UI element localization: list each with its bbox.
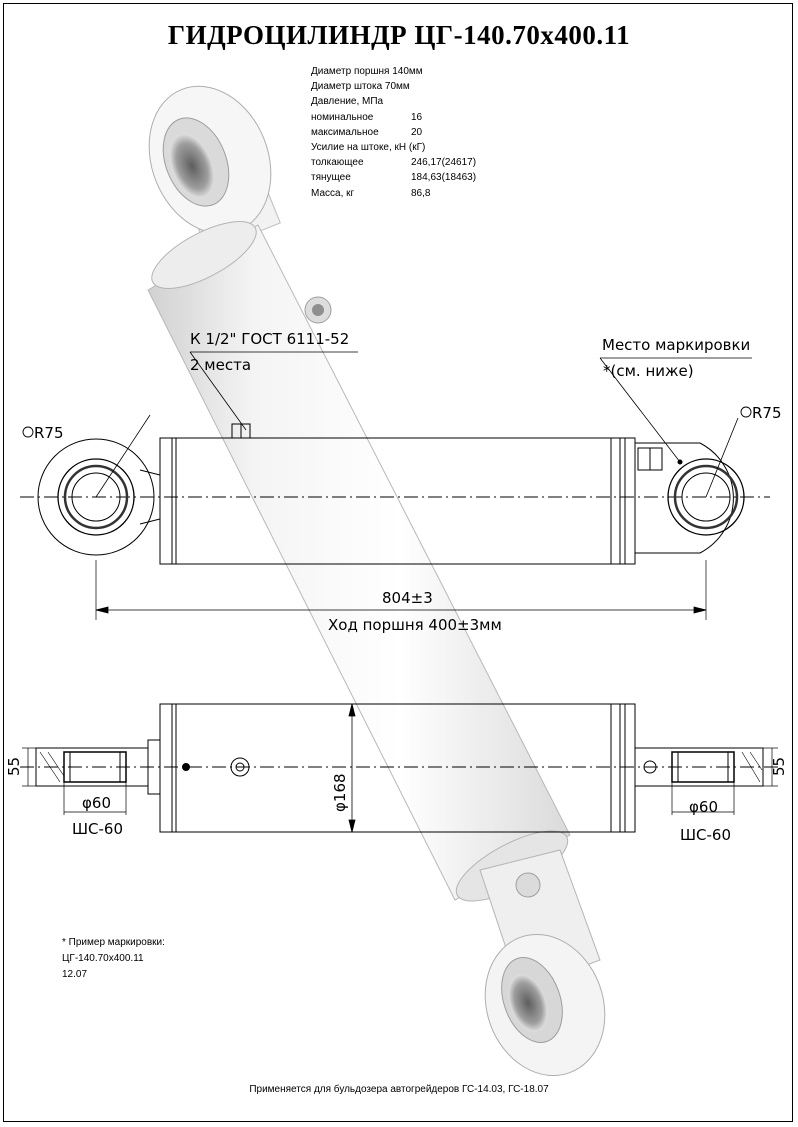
spec-row: номинальное 16 xyxy=(311,112,511,126)
marking-example-line2: 12.07 xyxy=(62,969,88,980)
dimension-labels: К 1/2" ГОСТ 6111-52 2 места Место маркир… xyxy=(5,330,788,844)
page-title: ГИДРОЦИЛИНДР ЦГ-140.70х400.11 xyxy=(167,20,631,50)
spec-row: тянущее 184,63(18463) xyxy=(311,172,511,186)
footer-note: Применяется для бульдозера автогрейдеров… xyxy=(249,1084,549,1095)
bearing-left-label: ШС-60 xyxy=(72,820,123,838)
marking-place-label: Место маркировки xyxy=(602,336,750,354)
port-spec-label: К 1/2" ГОСТ 6111-52 xyxy=(190,330,349,348)
spec-row: Диаметр штока 70мм xyxy=(311,81,511,95)
radius-left-label: R75 xyxy=(34,424,64,442)
spec-label: Диаметр поршня 140мм xyxy=(311,66,423,77)
spec-value: 246,17(24617) xyxy=(411,157,477,169)
radius-right-label: R75 xyxy=(752,404,782,422)
barrel-outline xyxy=(159,437,636,565)
spec-label: Давление, МПа xyxy=(311,96,384,108)
spec-row: Масса, кг 86,8 xyxy=(311,188,511,202)
cylinder-3d-render xyxy=(147,85,606,1077)
spec-row: толкающее 246,17(24617) xyxy=(311,157,511,171)
spec-label: Масса, кг xyxy=(311,187,355,199)
left-eye-outline xyxy=(37,438,155,556)
barrel-3d xyxy=(147,221,571,902)
length-dimension xyxy=(95,606,707,614)
right-clevis-outline xyxy=(635,442,734,554)
sheet-frame xyxy=(3,3,793,1122)
spec-label: толкающее xyxy=(311,157,364,169)
marking-example-heading: * Пример маркировки: xyxy=(62,937,165,948)
right-eye-top xyxy=(634,747,764,787)
width-left-label: 55 xyxy=(5,757,23,776)
port-qty-label: 2 места xyxy=(190,356,251,374)
front-view xyxy=(20,351,770,620)
body-diameter-label: φ168 xyxy=(331,773,349,812)
spec-row: Диаметр поршня 140мм xyxy=(311,66,511,80)
top-view xyxy=(20,703,780,833)
spec-label: тянущее xyxy=(311,172,351,184)
dia-arrows xyxy=(348,703,356,833)
spec-value: 20 xyxy=(411,126,423,138)
spec-value: 86,8 xyxy=(411,187,431,199)
length-label: 804±3 xyxy=(382,589,433,607)
width-right-label: 55 xyxy=(770,757,788,776)
marking-ref-label: *(см. ниже) xyxy=(603,362,694,380)
marking-example-line1: ЦГ-140.70х400.11 xyxy=(62,953,144,964)
spec-value: 184,63(18463) xyxy=(411,172,477,184)
bearing-right-label: ШС-60 xyxy=(680,826,731,844)
spec-label: максимальное xyxy=(311,126,379,138)
left-eye-top xyxy=(35,747,149,787)
spec-row: Давление, МПа xyxy=(311,96,511,110)
stroke-label: Ход поршня 400±3мм xyxy=(328,616,502,634)
spec-value: 16 xyxy=(411,111,423,123)
spec-label: номинальное xyxy=(311,111,374,123)
bottom-clevis-3d xyxy=(479,849,606,1077)
spec-label: Диаметр штока 70мм xyxy=(311,81,410,93)
top-eye-3d xyxy=(148,85,281,253)
spec-row: Усилие на штоке, кН (кГ) xyxy=(311,142,511,156)
radius-symbol-right xyxy=(740,406,752,418)
spec-label: Усилие на штоке, кН (кГ) xyxy=(311,142,426,153)
pin-left-label: φ60 xyxy=(82,794,111,812)
pin-right-label: φ60 xyxy=(689,798,718,816)
radius-symbol-left xyxy=(22,426,34,438)
spec-row: максимальное 20 xyxy=(311,127,511,141)
